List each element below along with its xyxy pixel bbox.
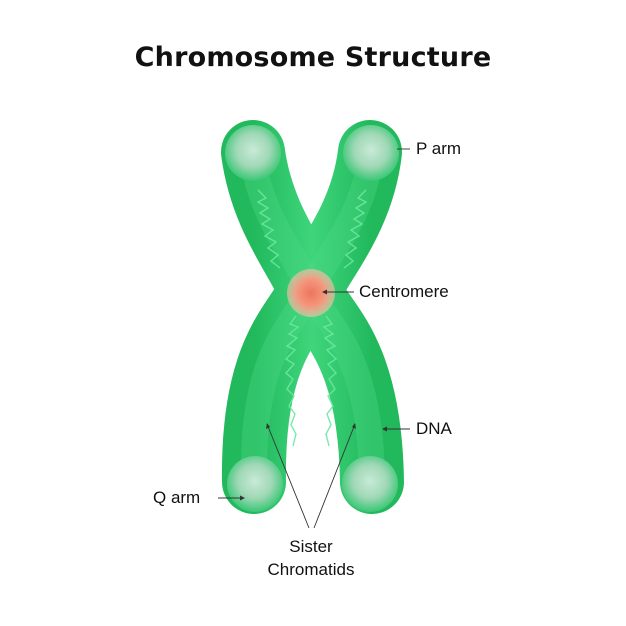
dna-arrowhead xyxy=(382,426,387,432)
q-arm-tip-left xyxy=(227,456,283,512)
q-arm-arrowhead xyxy=(240,495,245,501)
dna-label: DNA xyxy=(416,419,452,438)
sister-chromatids-label-line2: Chromatids xyxy=(267,560,355,579)
q-arm-tip-right xyxy=(342,456,398,512)
p-arm-label: P arm xyxy=(416,139,462,158)
sister-chromatids-pointer-left xyxy=(266,423,310,529)
dna-strands xyxy=(256,189,368,447)
pointer-lines xyxy=(218,148,410,529)
sister-chromatids-label-line1: Sister xyxy=(289,537,333,556)
dna-strand-upper-left xyxy=(256,189,281,269)
dna-strand-upper-right xyxy=(343,189,368,269)
pointer-arrowheads xyxy=(240,289,387,501)
diagram-title: Chromosome Structure xyxy=(134,42,492,73)
centromere-label: Centromere xyxy=(359,282,449,301)
centromere xyxy=(287,269,335,317)
dna-strand-lower-left xyxy=(284,315,300,447)
centromere-arrowhead xyxy=(322,289,327,295)
p-arm-tip-right xyxy=(343,125,399,181)
p-arm-tip-left xyxy=(225,125,281,181)
sister-left-arrowhead xyxy=(266,423,270,429)
q-arm-label: Q arm xyxy=(153,488,201,507)
sister-chromatids-pointer-right xyxy=(313,423,356,529)
dna-strand-lower-right xyxy=(322,315,338,447)
sister-right-arrowhead xyxy=(352,423,356,429)
